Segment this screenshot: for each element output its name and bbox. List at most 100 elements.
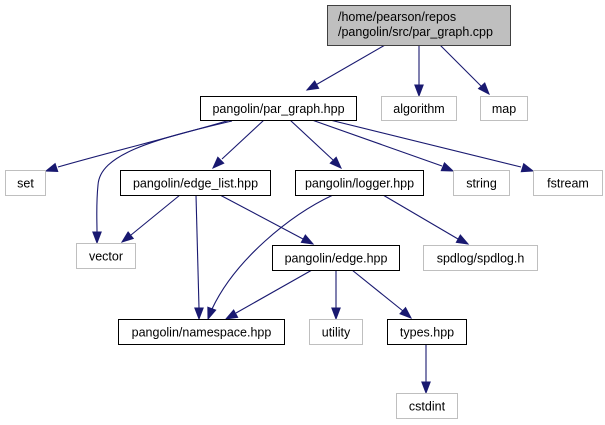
node-box bbox=[387, 319, 467, 345]
node-label: set bbox=[17, 177, 34, 191]
node-label: utility bbox=[322, 326, 351, 340]
node-box bbox=[272, 245, 400, 271]
edge-edge_hpp-to-utility bbox=[331, 270, 341, 321]
node-box bbox=[327, 5, 511, 46]
node-map: map bbox=[480, 96, 528, 121]
node-root[interactable]: /home/pearson/repos/pangolin/src/par_gra… bbox=[327, 5, 511, 46]
edges-layer bbox=[44, 44, 535, 395]
edge-line bbox=[235, 269, 313, 314]
node-label: /pangolin/src/par_graph.cpp bbox=[338, 25, 493, 39]
node-box bbox=[295, 170, 424, 196]
edge-par_graph_hpp-to-vector bbox=[92, 120, 233, 245]
node-par-graph-hpp[interactable]: pangolin/par_graph.hpp bbox=[200, 96, 357, 121]
node-namespace-hpp[interactable]: pangolin/namespace.hpp bbox=[118, 319, 285, 345]
arrowhead-icon bbox=[305, 80, 320, 91]
node-logger-hpp[interactable]: pangolin/logger.hpp bbox=[295, 170, 424, 196]
arrowhead-icon bbox=[300, 234, 315, 245]
edge-line bbox=[221, 119, 265, 160]
node-label: types.hpp bbox=[400, 326, 454, 340]
edge-line bbox=[351, 269, 404, 312]
node-edge-hpp[interactable]: pangolin/edge.hpp bbox=[272, 245, 400, 271]
edge-types_hpp-to-cstdint bbox=[421, 344, 431, 395]
node-label: pangolin/logger.hpp bbox=[305, 177, 414, 191]
node-box bbox=[381, 96, 457, 121]
node-box bbox=[480, 96, 528, 121]
edge-par_graph_hpp-to-fstream bbox=[329, 119, 535, 173]
edge-logger_hpp-to-spdlog bbox=[382, 194, 470, 245]
node-types-hpp[interactable]: types.hpp bbox=[387, 319, 467, 345]
arrowhead-icon bbox=[421, 381, 431, 395]
arrowhead-icon bbox=[207, 306, 217, 321]
arrowhead-icon bbox=[120, 231, 135, 243]
arrowhead-icon bbox=[224, 309, 239, 320]
edge-line bbox=[306, 44, 386, 91]
arrowhead-icon bbox=[329, 156, 342, 169]
node-vector: vector bbox=[76, 243, 136, 269]
node-box bbox=[118, 319, 285, 345]
node-label: algorithm bbox=[393, 102, 444, 116]
arrowhead-icon bbox=[331, 307, 341, 321]
edge-line bbox=[57, 119, 231, 168]
arrowhead-icon bbox=[92, 231, 102, 245]
node-box bbox=[533, 170, 603, 196]
node-algorithm: algorithm bbox=[381, 96, 457, 121]
node-box bbox=[309, 319, 363, 345]
node-box bbox=[200, 96, 357, 121]
node-label: cstdint bbox=[409, 400, 446, 414]
node-fstream: fstream bbox=[533, 170, 603, 196]
edge-par_graph_hpp-to-logger_hpp bbox=[289, 119, 342, 169]
node-string: string bbox=[453, 170, 510, 196]
node-label: string bbox=[466, 177, 497, 191]
arrowhead-icon bbox=[212, 156, 225, 169]
node-label: map bbox=[492, 102, 516, 116]
nodes-layer: /home/pearson/repos/pangolin/src/par_gra… bbox=[5, 5, 603, 419]
edge-edge_list_hpp-to-edge_hpp bbox=[219, 194, 315, 245]
node-label: vector bbox=[89, 250, 123, 264]
node-box bbox=[5, 170, 46, 196]
node-label: pangolin/par_graph.hpp bbox=[212, 102, 344, 116]
edge-line bbox=[439, 44, 482, 87]
edge-edge_list_hpp-to-namespace_hpp bbox=[194, 194, 204, 321]
node-box bbox=[396, 393, 458, 419]
node-utility: utility bbox=[309, 319, 363, 345]
arrowhead-icon bbox=[455, 234, 470, 245]
edge-line bbox=[211, 194, 334, 310]
node-cstdint: cstdint bbox=[396, 393, 458, 419]
edge-root-to-par_graph_hpp bbox=[305, 44, 386, 91]
arrowhead-icon bbox=[440, 162, 455, 172]
node-label: spdlog/spdlog.h bbox=[437, 252, 525, 266]
node-label: fstream bbox=[547, 177, 589, 191]
edge-line bbox=[130, 194, 181, 236]
edge-line bbox=[195, 194, 200, 309]
node-label: pangolin/namespace.hpp bbox=[132, 326, 272, 340]
node-label: pangolin/edge.hpp bbox=[285, 252, 388, 266]
node-label: /home/pearson/repos bbox=[338, 10, 456, 24]
edge-root-to-algorithm bbox=[414, 45, 424, 98]
arrowhead-icon bbox=[44, 162, 59, 173]
node-label: pangolin/edge_list.hpp bbox=[133, 177, 258, 191]
arrowhead-icon bbox=[477, 82, 490, 96]
node-spdlog: spdlog/spdlog.h bbox=[423, 245, 538, 271]
edge-root-to-map bbox=[439, 44, 490, 96]
arrowhead-icon bbox=[520, 162, 535, 173]
node-edge-list-hpp[interactable]: pangolin/edge_list.hpp bbox=[120, 170, 271, 196]
arrowhead-icon bbox=[414, 84, 424, 98]
edge-line bbox=[329, 119, 522, 168]
edge-line bbox=[311, 119, 443, 167]
edge-par_graph_hpp-to-string bbox=[311, 119, 455, 172]
node-box bbox=[76, 243, 136, 269]
edge-line bbox=[289, 119, 334, 161]
arrowhead-icon bbox=[194, 307, 204, 321]
edge-line bbox=[382, 194, 459, 240]
node-set: set bbox=[5, 170, 46, 196]
edge-edge_hpp-to-namespace_hpp bbox=[224, 269, 313, 320]
edge-edge_list_hpp-to-vector bbox=[120, 194, 181, 243]
edge-logger_hpp-to-namespace_hpp bbox=[207, 194, 334, 321]
arrowhead-icon bbox=[399, 306, 413, 319]
edge-edge_hpp-to-types_hpp bbox=[351, 269, 413, 319]
node-box bbox=[120, 170, 271, 196]
node-box bbox=[453, 170, 510, 196]
node-box bbox=[423, 245, 538, 271]
edge-line bbox=[96, 120, 233, 233]
